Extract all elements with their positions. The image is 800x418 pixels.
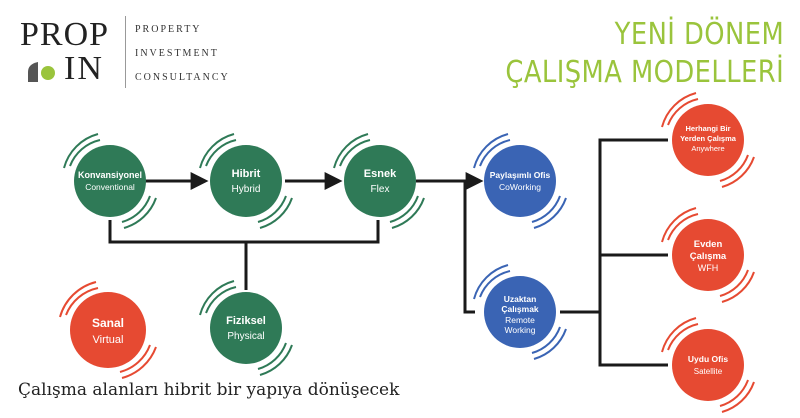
node-fiziksel: Fiziksel Physical xyxy=(199,280,293,376)
node-paylasimli: Paylaşımlı Ofis CoWorking xyxy=(473,133,567,229)
node-paylasimli-title: Paylaşımlı Ofis xyxy=(490,170,551,180)
node-uydu-subtitle: Satellite xyxy=(694,367,723,376)
brand-logo: PROP IN PROPERTY INVESTMENT CONSULTANCY xyxy=(20,12,240,92)
caption: Çalışma alanları hibrit bir yapıya dönüş… xyxy=(18,380,400,400)
node-hibrit-circle xyxy=(210,145,282,217)
node-uzaktan-title-2: Çalışmak xyxy=(501,304,539,314)
node-paylasimli-circle xyxy=(484,145,556,217)
node-konvansiyonel: Konvansiyonel Conventional xyxy=(63,133,157,229)
node-evden-circle xyxy=(672,219,744,291)
node-evden: Evden Çalışma WFH xyxy=(661,207,755,303)
node-herhangi-subtitle: Anywhere xyxy=(691,144,724,153)
node-herhangi-title-1: Herhangi Bir xyxy=(685,124,730,133)
node-evden-subtitle: WFH xyxy=(698,263,719,273)
node-esnek-circle xyxy=(344,145,416,217)
node-uzaktan-subtitle-1: Remote xyxy=(505,315,535,325)
headline-line-2: ÇALIŞMA MODELLERİ xyxy=(505,55,784,90)
node-esnek-subtitle: Flex xyxy=(371,184,390,195)
connector-esnek-uzaktan xyxy=(416,179,475,314)
node-uzaktan-circle xyxy=(484,276,556,348)
node-hibrit: Hibrit Hybrid xyxy=(199,133,293,229)
logo-divider xyxy=(125,16,126,88)
node-herhangi-circle xyxy=(672,104,744,176)
node-herhangi-title-2: Yerden Çalışma xyxy=(680,134,737,143)
logo-line-consultancy: CONSULTANCY xyxy=(135,72,230,83)
node-sanal: Sanal Virtual xyxy=(59,281,157,379)
node-esnek-title: Esnek xyxy=(364,168,397,180)
node-paylasimli-subtitle: CoWorking xyxy=(499,182,541,192)
page-headline: YENİ DÖNEM ÇALIŞMA MODELLERİ xyxy=(505,16,784,92)
logo-brand-top: PROP xyxy=(20,16,110,53)
node-uzaktan-title-1: Uzaktan xyxy=(504,294,537,304)
node-uydu: Uydu Ofis Satellite xyxy=(661,317,755,413)
node-fiziksel-title: Fiziksel xyxy=(226,315,266,327)
node-esnek: Esnek Flex xyxy=(333,133,425,229)
node-konvansiyonel-title: Konvansiyonel xyxy=(78,170,142,180)
logo-line-property: PROPERTY xyxy=(135,24,202,35)
node-sanal-circle xyxy=(70,292,146,368)
node-sanal-title: Sanal xyxy=(92,316,124,330)
node-fiziksel-circle xyxy=(210,292,282,364)
logo-line-investment: INVESTMENT xyxy=(135,48,219,59)
node-fiziksel-subtitle: Physical xyxy=(227,331,264,342)
node-herhangi: Herhangi Bir Yerden Çalışma Anywhere xyxy=(661,92,755,188)
node-uzaktan-subtitle-2: Working xyxy=(504,325,535,335)
node-konvansiyonel-subtitle: Conventional xyxy=(85,182,135,192)
node-uydu-title: Uydu Ofis xyxy=(688,354,728,364)
node-uydu-circle xyxy=(672,329,744,401)
node-konvansiyonel-circle xyxy=(74,145,146,217)
logo-brand-bottom: IN xyxy=(64,50,104,87)
node-evden-title-2: Çalışma xyxy=(690,251,727,262)
logo-tagline: PROPERTY INVESTMENT CONSULTANCY xyxy=(135,18,230,90)
connector-branch-vertical xyxy=(598,138,668,367)
connectors xyxy=(108,138,668,367)
node-hibrit-subtitle: Hybrid xyxy=(232,184,261,195)
node-uzaktan: Uzaktan Çalışmak Remote Working xyxy=(473,264,567,360)
house-roof-icon xyxy=(28,62,55,82)
headline-line-1: YENİ DÖNEM xyxy=(614,17,784,52)
node-hibrit-title: Hibrit xyxy=(232,168,261,180)
node-evden-title-1: Evden xyxy=(694,239,723,250)
connector-bottom-bar xyxy=(108,220,380,244)
node-sanal-subtitle: Virtual xyxy=(93,334,124,346)
